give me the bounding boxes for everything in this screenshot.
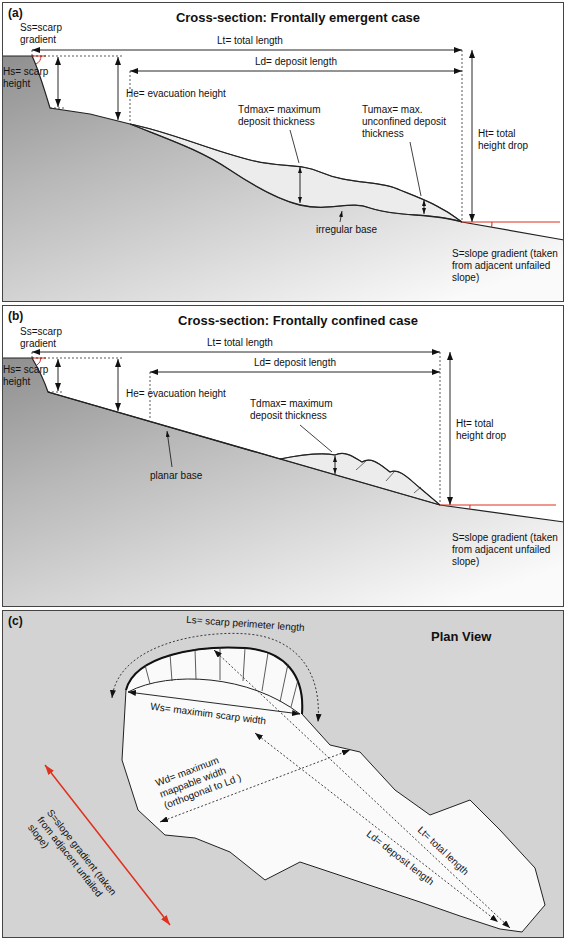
total-height-arrow [472,50,473,222]
dimension-label: Wd= maximum mappable width (orthogonal t… [154,744,257,812]
dimension-label: Lt= total length [207,337,273,349]
thrust-lines [356,461,421,493]
dimension-label: Ss=scarp gradient [20,326,76,350]
scarp-hatching [145,647,298,707]
leader-line [410,142,421,196]
panel-letter: (c) [8,614,23,628]
feature-label: planar base [150,470,202,482]
scarp-height-arrow [58,57,59,107]
panel-letter: (b) [8,309,23,323]
panel-title: Cross-section: Frontally emergent case [33,10,563,26]
dimension-label: Tdmax= maximum deposit thickness [238,104,334,128]
deposit-length-arrow [130,71,462,72]
leader-arrow [167,431,172,467]
panel-letter: (a) [8,6,23,20]
dimension-label: Ld= deposit length [255,56,337,68]
dimension-label: Ss=scarp gradient [20,22,76,46]
deposit [130,124,462,222]
landslide-outline [122,647,545,932]
dimension-label: Ht= total height drop [478,128,540,152]
total-length-arrow [32,50,462,51]
scarp-gradient-mark [32,56,46,64]
deposit-length-arrow [255,733,498,922]
panel-title: Cross-section: Frontally confined case [33,313,563,329]
leader-line [290,130,299,163]
guide-line [32,50,462,220]
dimension-label: S=slope gradient (taken from adjacent un… [452,248,558,284]
dimension-label: Ht= total height drop [456,418,518,442]
dimension-label: Tdmax= maximum deposit thickness [250,398,346,422]
dimension-label: He= evacuation height [126,388,226,400]
scarp-height-arrow [58,359,59,391]
dimension-label: Hs= scarp height [3,364,57,388]
dimension-label: Lt= total length [217,35,283,47]
guide-line [32,352,440,503]
leader-arrow [340,211,342,222]
dimension-label: S=slope gradient (taken from adjacent un… [452,532,558,568]
dimension-label: Hs= scarp height [3,66,57,90]
panel-ground [2,610,564,938]
evacuation-height-arrow [118,359,119,411]
slope-gradient-mark [462,222,560,227]
ground [2,358,564,606]
ground-surface [2,358,564,522]
dimension-label: Ws= maximim scarp width [150,701,267,728]
dimension-label: S=slope gradient (taken from adjacent un… [25,807,119,913]
ground [2,56,564,301]
panel-frame: (b) Cross-section: Frontally confined cas… [2,305,564,607]
dimension-label: He= evacuation height [126,88,226,100]
dimension-label: Tumax= max. unconfined deposit thickness [362,104,456,140]
leader-line [300,425,332,452]
dimension-label: Ls= scarp perimeter length [185,614,304,634]
total-length-arrow [214,650,510,928]
total-height-arrow [450,352,451,505]
dimension-label: Ld= deposit length [254,357,336,369]
deposit-thickness-arrow [335,456,336,474]
ground-surface [2,56,564,240]
scarp-gradient-mark [32,358,46,365]
slope-gradient-mark [440,505,556,509]
evacuation-height-arrow [118,57,119,120]
unconfined-thickness-arrow [424,200,425,214]
total-length-arrow [32,352,440,353]
deposit-thickness-arrow [300,167,301,203]
planar-base-line [48,392,440,505]
feature-label: irregular base [316,224,377,236]
irregular-base-line [130,124,462,222]
deposit-length-arrow [150,372,440,373]
panel-title: Plan View [431,629,491,645]
